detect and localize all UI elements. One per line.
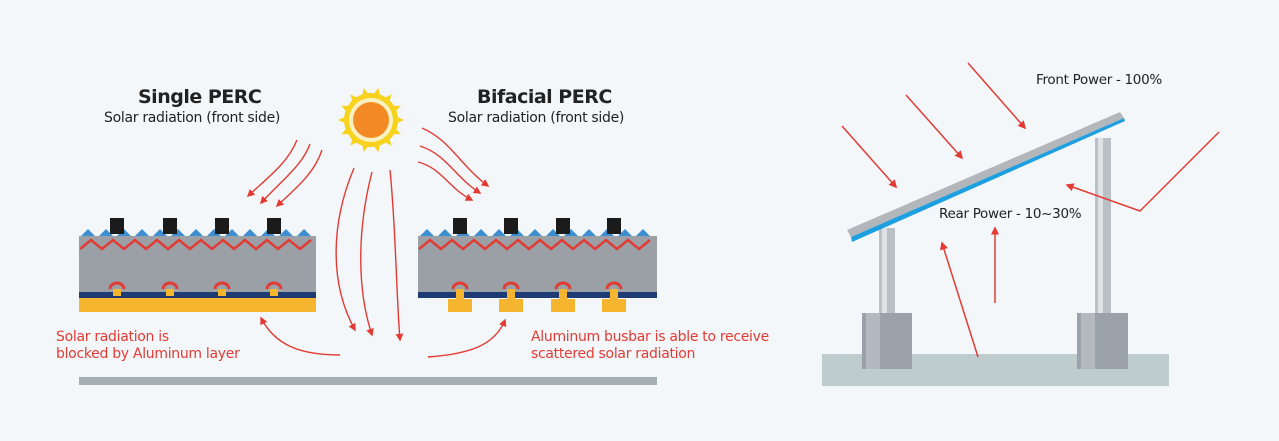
- rear-contact: [161, 281, 179, 296]
- rear-contact: [108, 281, 126, 296]
- front-contact: [504, 218, 518, 234]
- single-front-contacts: [110, 218, 281, 234]
- single-perc-note: Solar radiation is blocked by Aluminum l…: [56, 329, 240, 363]
- rear-contact: [554, 281, 572, 296]
- solar-panel-rear: [851, 118, 1125, 242]
- front-power-label: Front Power - 100%: [1036, 72, 1162, 88]
- bifacial-aluminum-busbars: [448, 281, 626, 312]
- rear-contact: [502, 281, 520, 296]
- front-contact: [556, 218, 570, 234]
- bifacial-zigzag: [418, 238, 651, 251]
- front-contact: [607, 218, 621, 234]
- single-zigzag: [79, 238, 312, 251]
- aluminum-busbar: [551, 299, 575, 312]
- aluminum-busbar: [448, 299, 472, 312]
- sun-icon: [338, 87, 404, 153]
- bifacial-perc-note-line2: scattered solar radiation: [531, 346, 696, 362]
- front-contact: [453, 218, 467, 234]
- bifacial-perc-subtitle: Solar radiation (front side): [448, 110, 625, 126]
- single-perc-cell: [79, 218, 316, 312]
- rear-power-label: Rear Power - 10~30%: [939, 206, 1082, 222]
- front-contact: [163, 218, 177, 234]
- bifacial-perc-cell: [418, 218, 657, 312]
- rear-contact: [451, 281, 469, 296]
- rear-contact: [213, 281, 231, 296]
- bifacial-perc-title: Bifacial PERC: [477, 86, 612, 108]
- single-perc-note-line2: blocked by Aluminum layer: [56, 346, 240, 362]
- rear-contact: [605, 281, 623, 296]
- ground-line: [79, 377, 657, 385]
- bifacial-perc-note-line1: Aluminum busbar is able to receive: [531, 329, 769, 345]
- single-rear-contacts: [108, 281, 283, 296]
- front-contact: [110, 218, 124, 234]
- mount-arrow-icons: [841, 62, 1220, 358]
- aluminum-busbar: [499, 299, 523, 312]
- solar-panel: [847, 112, 1124, 237]
- bifacial-perc-note: Aluminum busbar is able to receive scatt…: [531, 329, 769, 363]
- single-rear-layer: [79, 292, 316, 298]
- front-contact: [215, 218, 229, 234]
- single-perc-subtitle: Solar radiation (front side): [104, 110, 281, 126]
- single-texture: [79, 229, 316, 238]
- front-contact: [267, 218, 281, 234]
- bifacial-rear-layer: [418, 292, 657, 298]
- rear-contact: [265, 281, 283, 296]
- single-perc-note-line1: Solar radiation is: [56, 329, 169, 345]
- mount-structure: [822, 112, 1169, 386]
- aluminum-busbar: [602, 299, 626, 312]
- bifacial-front-contacts: [453, 218, 621, 234]
- bifacial-texture: [418, 229, 657, 238]
- single-perc-title: Single PERC: [138, 86, 262, 108]
- arrow-icon: [246, 127, 507, 358]
- single-aluminum-layer: [79, 298, 316, 312]
